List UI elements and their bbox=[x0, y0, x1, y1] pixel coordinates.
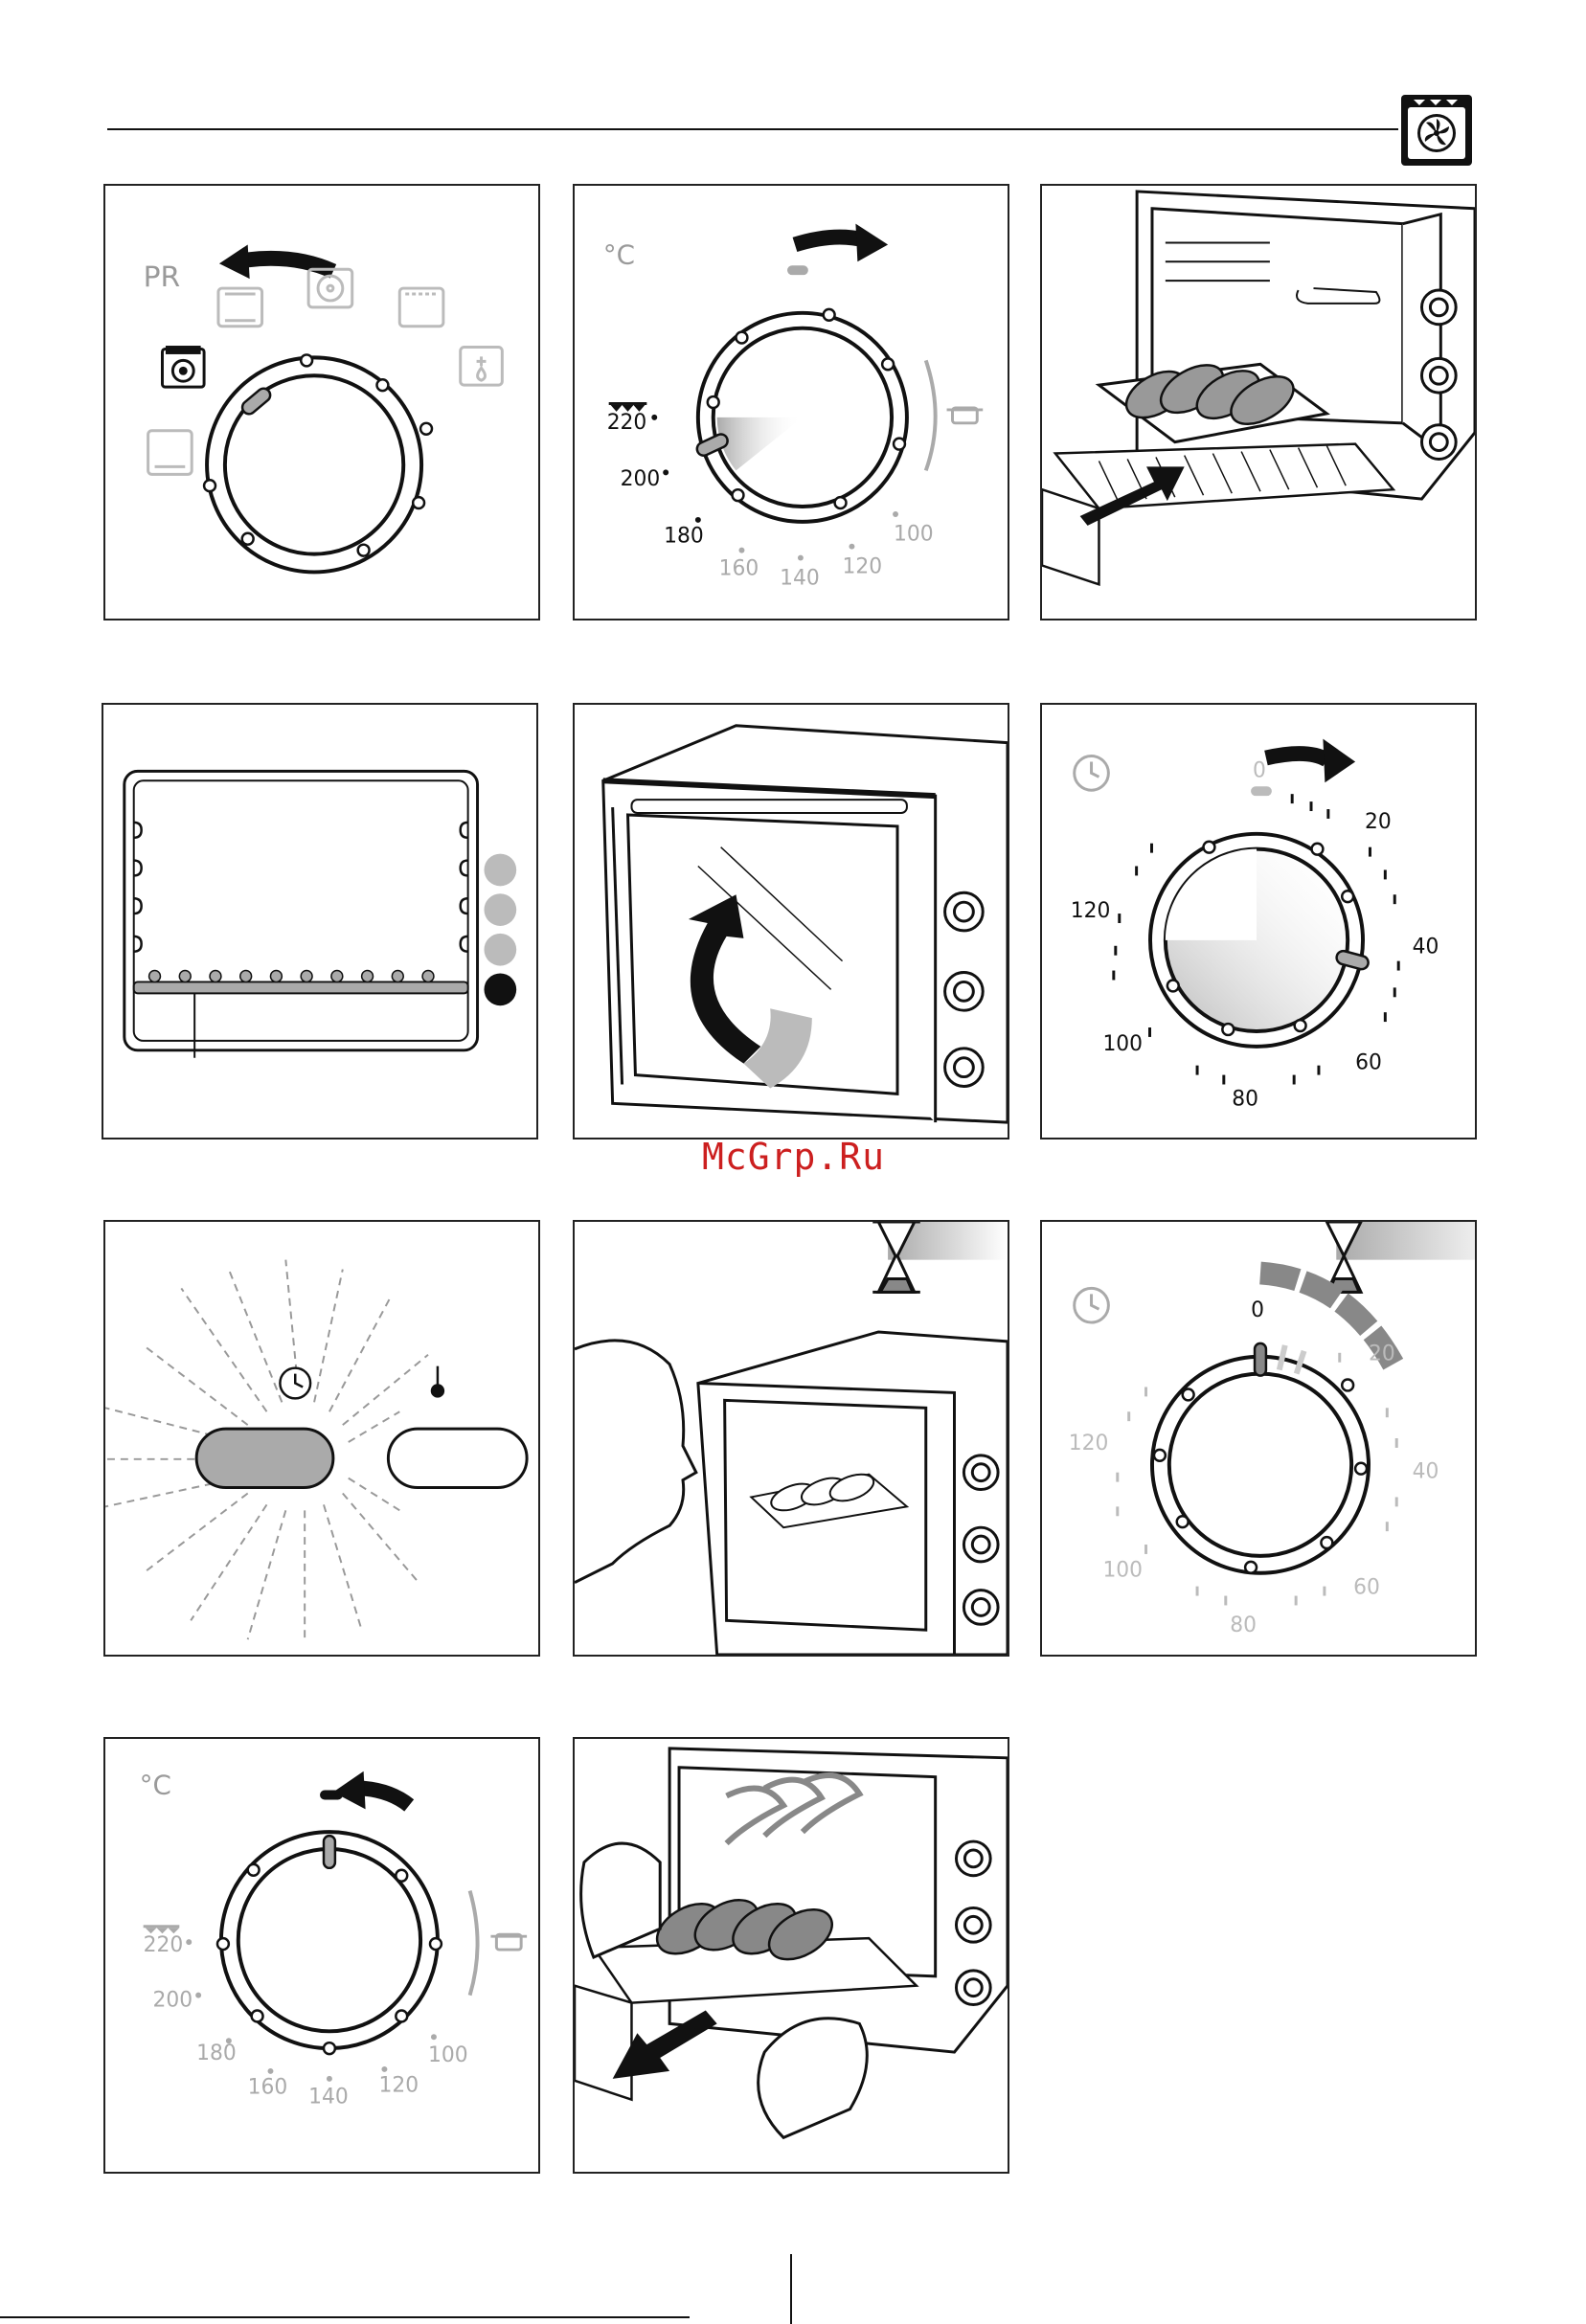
temp-mark-180: 180 bbox=[664, 525, 704, 549]
temp-mark-120: 120 bbox=[378, 2074, 419, 2098]
unit-label: °C bbox=[603, 238, 635, 270]
header-rule bbox=[107, 128, 1398, 130]
temp-mark-100: 100 bbox=[428, 2043, 468, 2067]
temp-mark-200: 200 bbox=[621, 467, 661, 491]
arrow-head bbox=[219, 244, 250, 279]
temperature-knob[interactable] bbox=[217, 1832, 442, 2054]
shelf-level-indicator bbox=[484, 854, 516, 1006]
top-heat-icon bbox=[399, 288, 443, 327]
temp-mark-180: 180 bbox=[196, 2042, 237, 2065]
oven-knobs bbox=[1421, 290, 1456, 459]
oven-knobs bbox=[956, 1841, 990, 2004]
clock-icon bbox=[280, 1368, 310, 1399]
panel-remove-tray bbox=[573, 1737, 1009, 2174]
footer-divider bbox=[790, 2254, 792, 2324]
defrost-icon bbox=[461, 348, 503, 386]
clock-icon bbox=[1075, 1288, 1109, 1322]
timer-mark-80: 80 bbox=[1232, 1087, 1258, 1111]
timer-mark-60: 60 bbox=[1353, 1576, 1380, 1600]
panel-display-blink bbox=[103, 1220, 540, 1657]
panel-temperature-set: °C 220 bbox=[573, 184, 1009, 620]
rotate-right-arrow bbox=[1266, 754, 1326, 759]
shelf-rack bbox=[134, 981, 468, 993]
fan-icon bbox=[308, 269, 352, 307]
pot-icon bbox=[490, 1934, 527, 1950]
timer-mark-20: 20 bbox=[1369, 1343, 1395, 1366]
program-label: PR bbox=[144, 260, 181, 294]
panel-watch-oven bbox=[573, 1220, 1009, 1657]
temp-mark-120: 120 bbox=[843, 554, 883, 578]
panel-insert-tray bbox=[1040, 184, 1477, 620]
panel-temperature-off: °C 220 200 180 160 140 bbox=[103, 1737, 540, 2174]
grill-symbol bbox=[144, 1925, 180, 1933]
panel-close-door bbox=[573, 703, 1009, 1139]
panel-mode-dial: PR bbox=[103, 184, 540, 620]
fan-grill-icon bbox=[162, 348, 204, 388]
temp-mark-220: 220 bbox=[607, 411, 647, 435]
bottom-heat-icon bbox=[148, 431, 193, 475]
knob-pointer bbox=[1255, 1343, 1266, 1376]
timer-knob[interactable] bbox=[1152, 1343, 1369, 1573]
timer-mark-100: 100 bbox=[1102, 1559, 1143, 1583]
temp-mark-200: 200 bbox=[153, 1989, 193, 2013]
panel-timer-run: 0 20 40 60 80 100 120 bbox=[1040, 1220, 1477, 1657]
temp-mark-160: 160 bbox=[248, 2076, 288, 2100]
temperature-knob[interactable] bbox=[695, 309, 907, 522]
knob-pointer bbox=[324, 1836, 335, 1868]
timer-mark-60: 60 bbox=[1355, 1051, 1382, 1075]
temp-mark-220: 220 bbox=[144, 1933, 184, 1957]
temp-mark-140: 140 bbox=[780, 566, 820, 590]
temperature-display bbox=[388, 1429, 527, 1487]
person-silhouette bbox=[575, 1341, 696, 1583]
oven-knobs bbox=[963, 1455, 998, 1624]
clock-icon bbox=[1075, 756, 1109, 791]
oven-knobs bbox=[945, 892, 984, 1086]
timer-mark-80: 80 bbox=[1230, 1613, 1257, 1637]
top-bottom-heat-icon bbox=[218, 288, 262, 327]
timer-display bbox=[196, 1429, 333, 1487]
pot-icon bbox=[947, 408, 984, 423]
timer-mark-40: 40 bbox=[1413, 936, 1439, 959]
panel-shelf-positions: } bbox=[102, 703, 538, 1139]
mode-knob[interactable] bbox=[204, 354, 432, 572]
timer-mark-100: 100 bbox=[1102, 1032, 1143, 1056]
thermometer-icon bbox=[432, 1366, 443, 1397]
temp-mark-160: 160 bbox=[719, 556, 759, 580]
rotate-left-arrow bbox=[362, 1789, 410, 1806]
rotate-right-arrow bbox=[795, 237, 859, 245]
footer-rule bbox=[0, 2316, 690, 2318]
timer-mark-120: 120 bbox=[1071, 899, 1111, 923]
panel-timer-set: 0 bbox=[1040, 703, 1477, 1139]
timer-mark-20: 20 bbox=[1365, 810, 1392, 834]
temp-mark-100: 100 bbox=[894, 523, 934, 547]
unit-label: °C bbox=[140, 1769, 171, 1800]
timer-knob[interactable] bbox=[1150, 834, 1370, 1047]
timer-mark-0: 0 bbox=[1253, 758, 1266, 782]
timer-mark-0: 0 bbox=[1251, 1298, 1264, 1322]
watermark: McGrp.Ru bbox=[702, 1136, 885, 1178]
temp-mark-140: 140 bbox=[308, 2086, 349, 2110]
timer-mark-120: 120 bbox=[1069, 1432, 1109, 1455]
timer-mark-40: 40 bbox=[1413, 1460, 1439, 1484]
oven-fan-icon bbox=[1400, 94, 1473, 167]
